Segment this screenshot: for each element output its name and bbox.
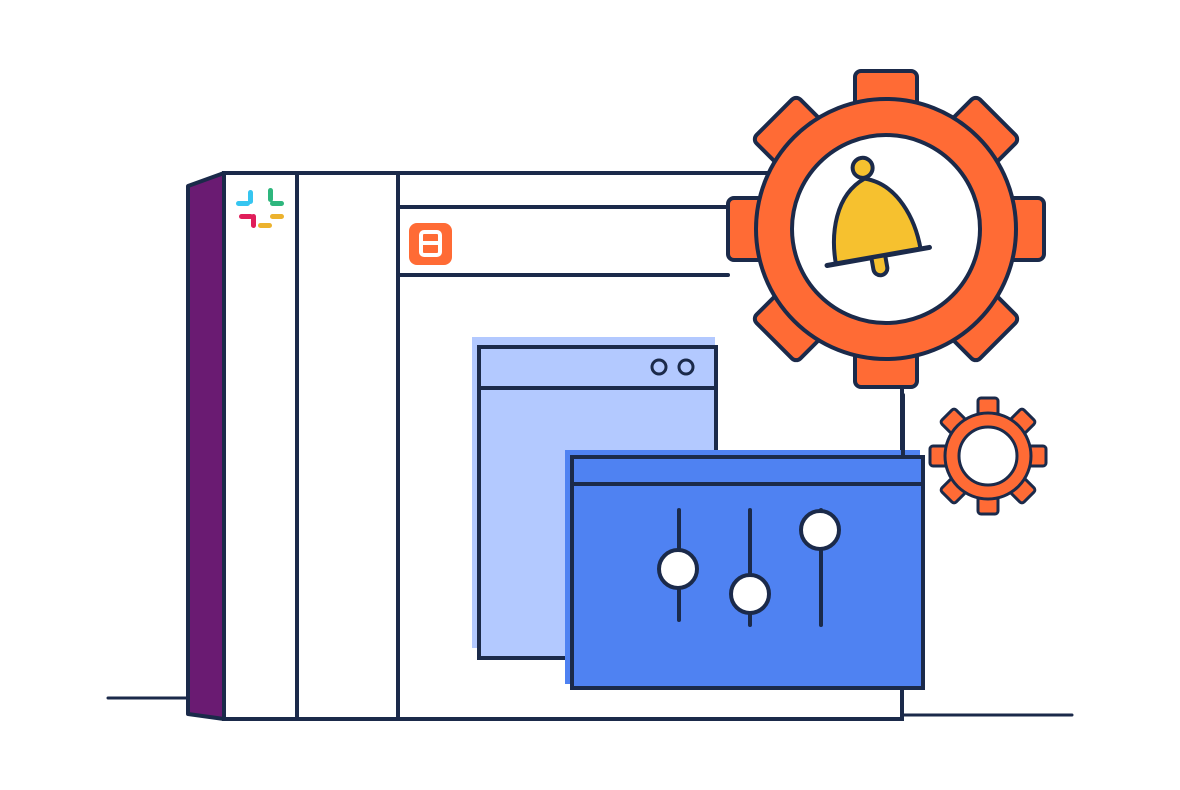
orange-square-app-icon xyxy=(409,223,452,265)
sliders-icon xyxy=(657,508,841,627)
slider-knob-1 xyxy=(657,548,699,590)
small-gear-icon xyxy=(928,396,1048,516)
slack-logo-icon xyxy=(236,188,284,228)
slider-knob-2 xyxy=(729,573,771,615)
window-control-dots-icon xyxy=(650,358,695,376)
slider-knob-3 xyxy=(799,509,841,551)
workspace-sidebar-panel xyxy=(295,171,400,721)
bell-icon xyxy=(824,155,932,278)
left-purple-column xyxy=(186,171,226,721)
front-window xyxy=(570,455,925,690)
